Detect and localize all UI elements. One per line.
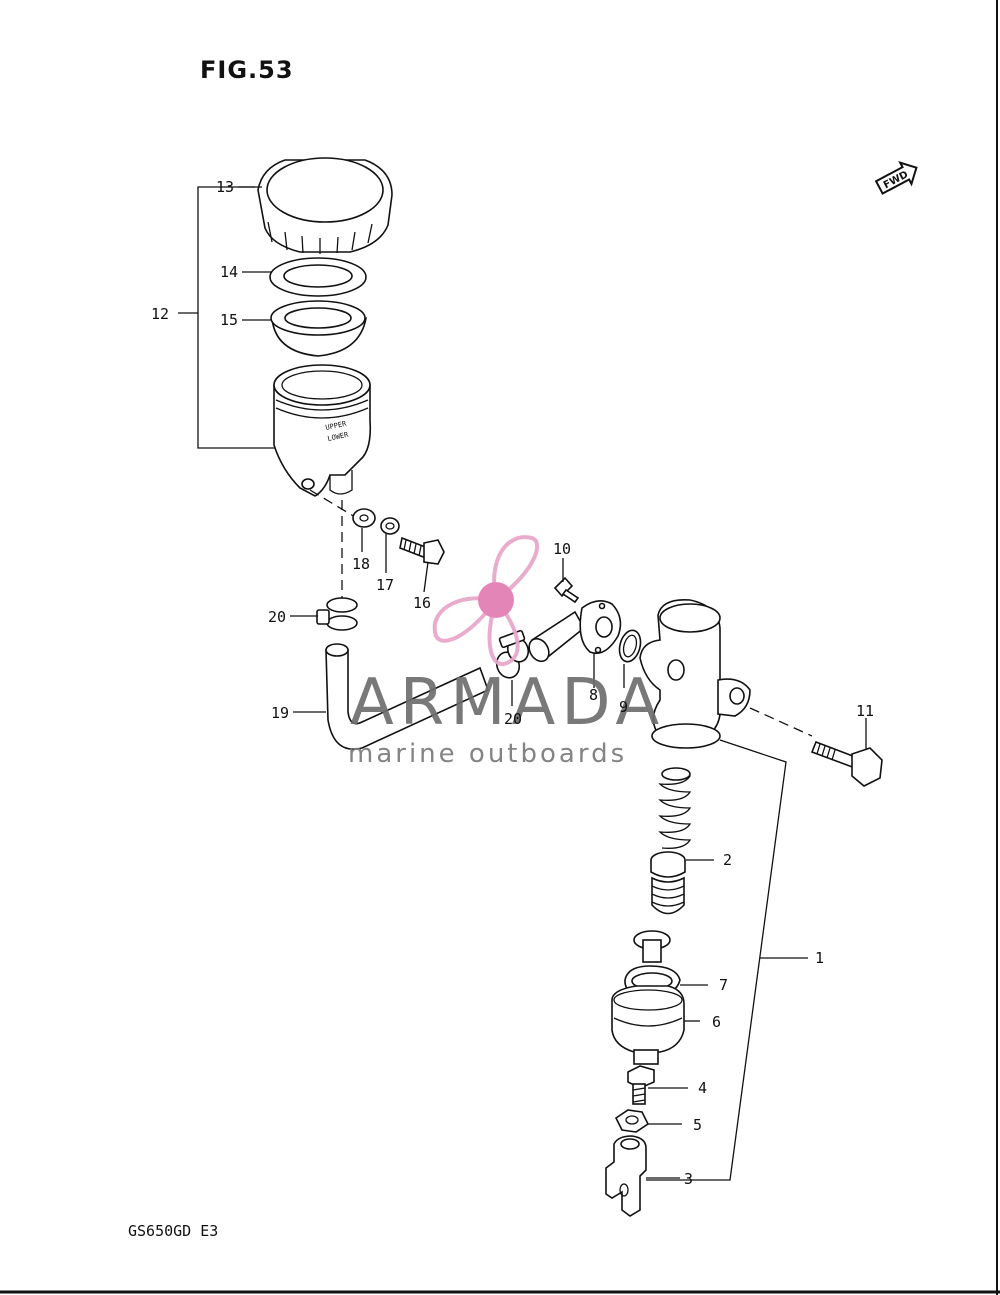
callout-12: 12: [151, 305, 169, 323]
watermark-tagline: marine outboards: [348, 739, 627, 769]
callout-20-right: 20: [504, 710, 522, 728]
leader-16: [423, 561, 429, 593]
callout-16: 16: [413, 594, 431, 612]
hose-clamp-left: [316, 597, 358, 631]
callout-18: 18: [352, 555, 370, 573]
bolt-11: [810, 740, 883, 787]
screw-10: [553, 576, 580, 604]
callout-10: 10: [553, 540, 571, 558]
callout-6: 6: [712, 1013, 721, 1031]
model-code: GS650GD E3: [128, 1222, 218, 1240]
clevis-3: [605, 1135, 647, 1217]
bracket-12: [197, 186, 278, 449]
callout-3: 3: [684, 1170, 693, 1188]
return-spring: [658, 767, 692, 849]
reservoir-hose: [325, 643, 490, 750]
figure-title: FIG.53: [200, 56, 294, 84]
reservoir-tank: UPPER LOWER: [273, 364, 372, 497]
propeller-logo-icon: [432, 535, 540, 667]
callout-17: 17: [376, 576, 394, 594]
diaphragm-plate: [269, 257, 367, 297]
bolt-16: [399, 536, 445, 565]
washer-18: [352, 508, 376, 528]
install-line-bolt: [749, 707, 813, 737]
armada-watermark: ARMADA marine outboards: [348, 535, 665, 769]
callout-9: 9: [619, 698, 628, 716]
push-rod-head: [633, 930, 671, 963]
push-rod-4: [627, 1065, 655, 1105]
nut-5: [614, 1109, 650, 1133]
callout-4: 4: [698, 1079, 707, 1097]
callout-2: 2: [723, 851, 732, 869]
hose-union-8: [528, 600, 622, 663]
fwd-arrow-icon: FWD: [874, 161, 918, 195]
reservoir-cap: [257, 157, 393, 254]
callout-1: 1: [815, 949, 824, 967]
callout-5: 5: [693, 1116, 702, 1134]
bracket-1: [646, 739, 787, 1181]
diaphragm: [270, 300, 367, 357]
callout-11: 11: [856, 702, 874, 720]
callout-13: 13: [216, 178, 234, 196]
dust-boot-6: [611, 985, 685, 1065]
piston-2: [650, 851, 686, 915]
callout-15: 15: [220, 311, 238, 329]
callout-8: 8: [589, 686, 598, 704]
master-cylinder-body: [639, 598, 751, 749]
callout-14: 14: [220, 263, 238, 281]
callout-19: 19: [271, 704, 289, 722]
callout-7: 7: [719, 976, 728, 994]
watermark-brand: ARMADA: [350, 666, 665, 740]
lock-washer-17: [380, 517, 400, 535]
o-ring-9: [618, 629, 642, 663]
callout-20-left: 20: [268, 608, 286, 626]
install-line-reservoir: [309, 489, 361, 521]
